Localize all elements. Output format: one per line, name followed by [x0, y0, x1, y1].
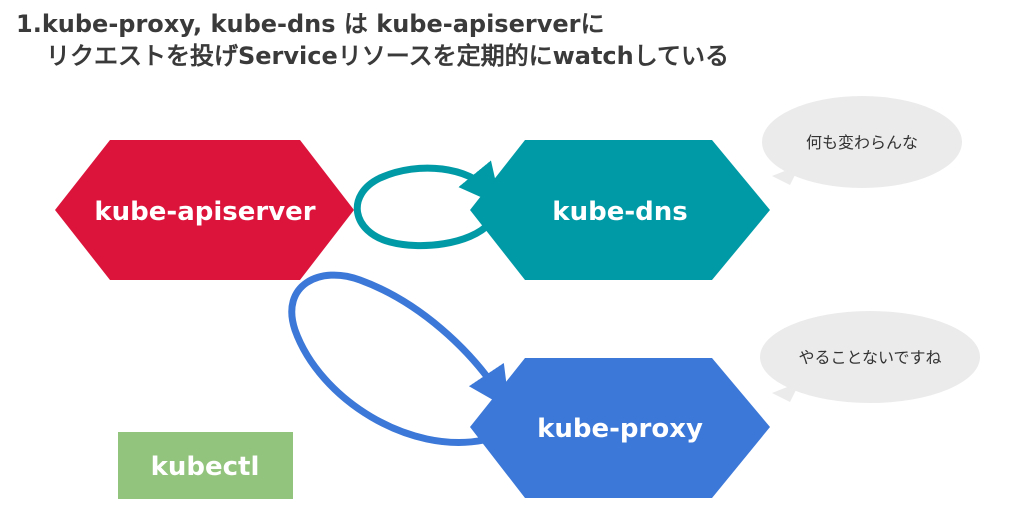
node-kube-dns: kube-dns: [470, 140, 770, 280]
speech-bubble-kube-proxy: やることないですね: [760, 311, 980, 403]
node-kube-proxy-label: kube-proxy: [537, 414, 703, 444]
node-kube-dns-shape: [470, 140, 770, 280]
node-kube-proxy: kube-proxy: [470, 358, 770, 498]
node-kube-apiserver-label: kube-apiserver: [94, 197, 315, 227]
speech-bubble-kube-proxy-text: やることないですね: [798, 348, 941, 367]
node-kube-apiserver-shape: [55, 140, 354, 280]
title-line-2: リクエストを投げServiceリソースを定期的にwatchしている: [46, 42, 730, 70]
node-kubectl-shape: [118, 432, 293, 499]
node-kube-proxy-shape: [470, 358, 770, 498]
node-kube-apiserver: kube-apiserver: [55, 140, 354, 280]
watch-arrow-kube-dns: [353, 160, 502, 250]
title-line-1: 1.kube-proxy, kube-dns は kube-apiserverに: [16, 10, 605, 38]
node-kubectl-label: kubectl: [151, 452, 260, 482]
node-kubectl: kubectl: [118, 432, 293, 499]
speech-bubble-kube-dns-body: [762, 96, 962, 188]
node-kube-dns-label: kube-dns: [552, 197, 687, 227]
speech-bubble-kube-proxy-body: [760, 311, 980, 403]
page-title: 1.kube-proxy, kube-dns は kube-apiserverに…: [16, 8, 729, 72]
speech-bubble-kube-dns-text: 何も変わらんな: [806, 133, 918, 152]
watch-arrow-kube-proxy: [288, 271, 510, 446]
speech-bubble-kube-dns: 何も変わらんな: [762, 96, 962, 188]
